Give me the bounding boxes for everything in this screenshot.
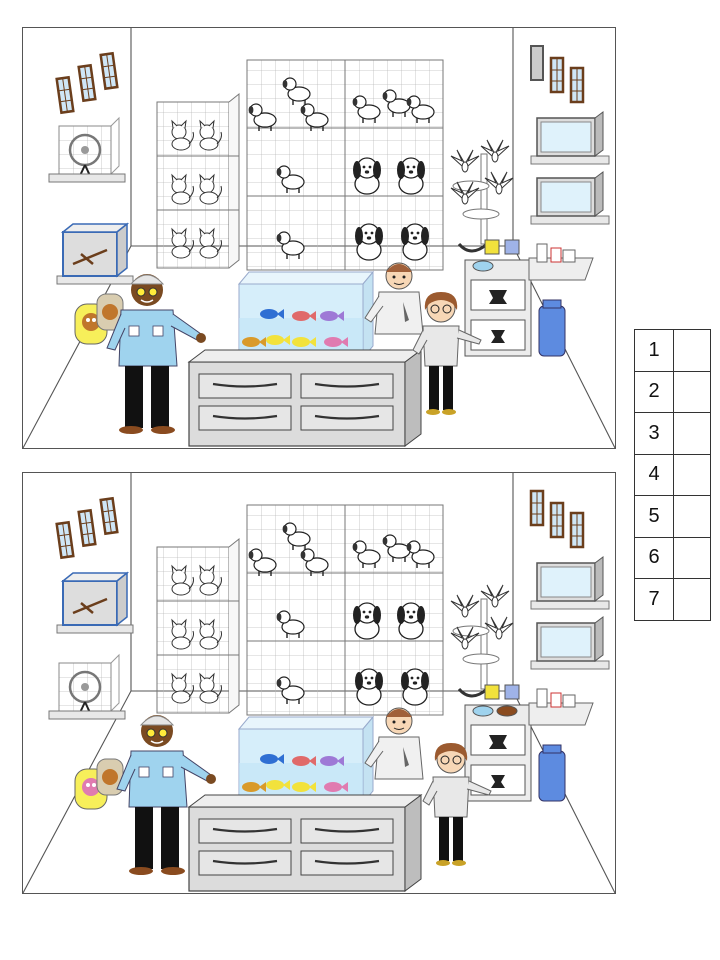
dog-kennel-wall-icon (246, 504, 444, 716)
answer-row: 6 (634, 536, 711, 579)
answer-row: 7 (634, 578, 711, 621)
glass-tank-icon (55, 222, 135, 286)
top-scene-panel[interactable] (22, 27, 616, 449)
answer-cell[interactable] (673, 370, 711, 413)
clerk-boy-icon (364, 262, 424, 335)
answer-cell[interactable] (673, 536, 711, 579)
window-icon (55, 45, 585, 114)
hamster-wheel-cage-icon (47, 116, 127, 184)
answer-number: 1 (634, 329, 674, 372)
answer-number: 7 (634, 578, 674, 621)
answer-cell[interactable] (673, 578, 711, 621)
answer-row: 5 (634, 495, 711, 538)
counter-icon (189, 350, 421, 446)
answer-cell[interactable] (673, 329, 711, 372)
backpack-icon (74, 758, 124, 810)
answer-number: 6 (634, 536, 674, 579)
answer-number: 3 (634, 412, 674, 455)
cat-cage-tower-icon (156, 537, 240, 714)
top-scene-illustration (23, 28, 615, 448)
terrarium-icon (530, 556, 610, 670)
water-jug-icon (538, 744, 566, 802)
counter-icon (189, 795, 421, 891)
dog-kennel-wall-icon (246, 59, 444, 271)
answer-row: 1 (634, 329, 711, 372)
bottom-scene-panel[interactable] (22, 472, 616, 894)
terrarium-icon (530, 111, 610, 225)
hamster-wheel-cage-icon (47, 653, 127, 721)
bottom-scene-illustration (23, 473, 615, 893)
answer-row: 4 (634, 453, 711, 496)
aquarium-icon (239, 717, 373, 803)
answer-cell[interactable] (673, 495, 711, 538)
answer-table: 1 2 3 4 5 6 7 (634, 329, 711, 621)
answer-cell[interactable] (673, 453, 711, 496)
answer-row: 2 (634, 370, 711, 413)
answer-row: 3 (634, 412, 711, 455)
answer-number: 4 (634, 453, 674, 496)
bird-perch-stand-icon (451, 585, 513, 696)
clerk-boy-icon (364, 707, 424, 780)
cat-cage-tower-icon (156, 92, 240, 269)
shelf-bottles-icon (528, 688, 594, 726)
bowls-icon (472, 239, 520, 272)
bowls-icon (472, 684, 520, 717)
shelf-bottles-icon (528, 243, 594, 281)
aquarium-icon (239, 272, 373, 358)
answer-cell[interactable] (673, 412, 711, 455)
answer-number: 2 (634, 370, 674, 413)
bird-perch-stand-icon (451, 140, 513, 251)
glass-tank-icon (55, 571, 135, 635)
water-jug-icon (538, 299, 566, 357)
answer-number: 5 (634, 495, 674, 538)
